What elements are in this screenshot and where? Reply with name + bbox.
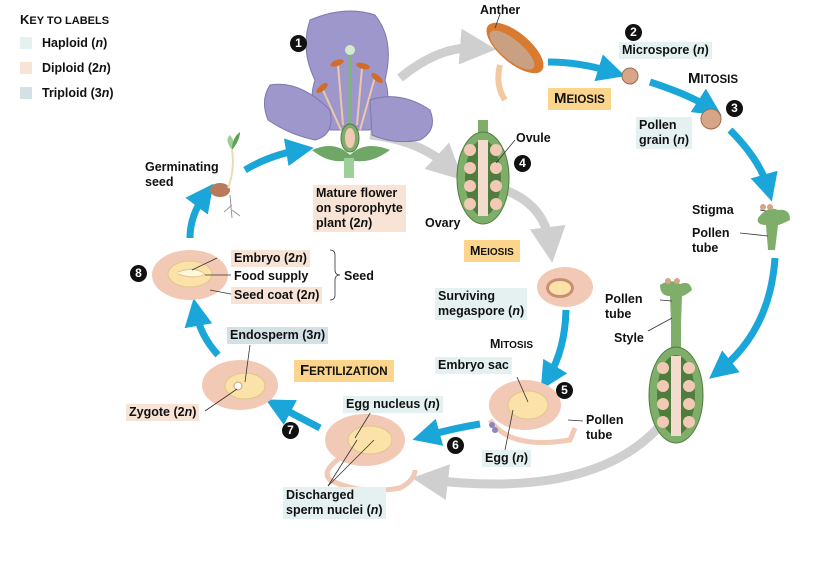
label-zygote: Zygote (2n) (126, 404, 200, 421)
step-3-marker: 3 (726, 100, 743, 117)
cycle-arrow-seed-germinating (185, 183, 214, 239)
step-6-marker: 6 (447, 437, 464, 454)
cycle-arrow-embryosac-fertilization (412, 418, 481, 446)
label-style: Style (614, 331, 644, 345)
stigma-illustration (757, 204, 790, 250)
cycle-arrow-pollen-stigma (727, 127, 778, 202)
step-5-marker: 5 (556, 382, 573, 399)
step-2-marker: 2 (625, 24, 642, 41)
haploid-swatch (20, 37, 32, 49)
label-egg: Egg (n) (482, 450, 532, 467)
cycle-arrow-stigma-ovary (709, 257, 779, 379)
label-embryo: Embryo (2n) (231, 250, 310, 267)
label-ovule: Ovule (516, 131, 551, 145)
diploid-swatch (20, 62, 32, 74)
anther-illustration (486, 22, 544, 102)
cycle-arrow-microspore-pollen (648, 78, 722, 116)
triploid-swatch (20, 87, 32, 99)
label-stigma: Stigma (692, 203, 734, 217)
key-title: KEY TO LABELS (20, 12, 110, 27)
microspore-illustration (621, 67, 639, 85)
seed-illustration (152, 250, 228, 300)
cycle-arrow-megaspore-embryosac (540, 309, 570, 390)
label-egg-nucleus: Egg nucleus (n) (343, 396, 443, 413)
cycle-arrow-fertilization-zygote (265, 399, 322, 432)
embryo-sac-ovule-illustration (487, 380, 578, 445)
arrow-flower-to-anther (397, 28, 496, 82)
label-endosperm: Endosperm (3n) (227, 327, 329, 344)
fertilization-ovule-illustration (324, 414, 418, 493)
pistil-illustration (648, 278, 704, 444)
leader-lines (191, 13, 769, 487)
label-food-supply: Food supply (234, 269, 309, 283)
cycle-arrow-anther-microspore (547, 54, 626, 82)
megaspore-ovule-illustration (537, 267, 593, 307)
label-anther: Anther (480, 3, 521, 17)
label-seed: Seed (344, 269, 374, 283)
step-8-marker: 8 (130, 265, 147, 282)
germinating-seed-illustration (210, 132, 241, 219)
step-7-marker: 7 (282, 422, 299, 439)
arrow-ovule-to-megaspore (503, 185, 566, 263)
stage-mitosis-pollen: MITOSIS (688, 70, 738, 87)
stage-fertilization: FERTILIZATION (294, 360, 394, 382)
key-haploid: Haploid (n) (20, 36, 107, 50)
step-4-marker: 4 (514, 155, 531, 172)
zygote-ovule-illustration (202, 360, 278, 410)
label-embryo-sac: Embryo sac (435, 357, 512, 374)
mature-flower-illustration (264, 10, 433, 178)
stage-meiosis-ovule: MEIOSIS (464, 240, 520, 262)
pollen-grain-illustration (700, 108, 722, 130)
label-microspore: Microspore (n) (619, 42, 712, 59)
label-ovary: Ovary (425, 216, 461, 230)
ovary-illustration (456, 120, 510, 225)
cycle-arrow-zygote-seed (184, 298, 221, 358)
step-1-marker: 1 (290, 35, 307, 52)
stage-meiosis-pollen: MEIOSIS (548, 88, 611, 110)
label-seed-coat: Seed coat (2n) (231, 287, 323, 304)
cycle-arrow-germinating-flower (243, 138, 314, 174)
stage-mitosis-ovule: MITOSIS (490, 337, 534, 351)
arrow-ovary-to-fertilization (412, 417, 669, 500)
